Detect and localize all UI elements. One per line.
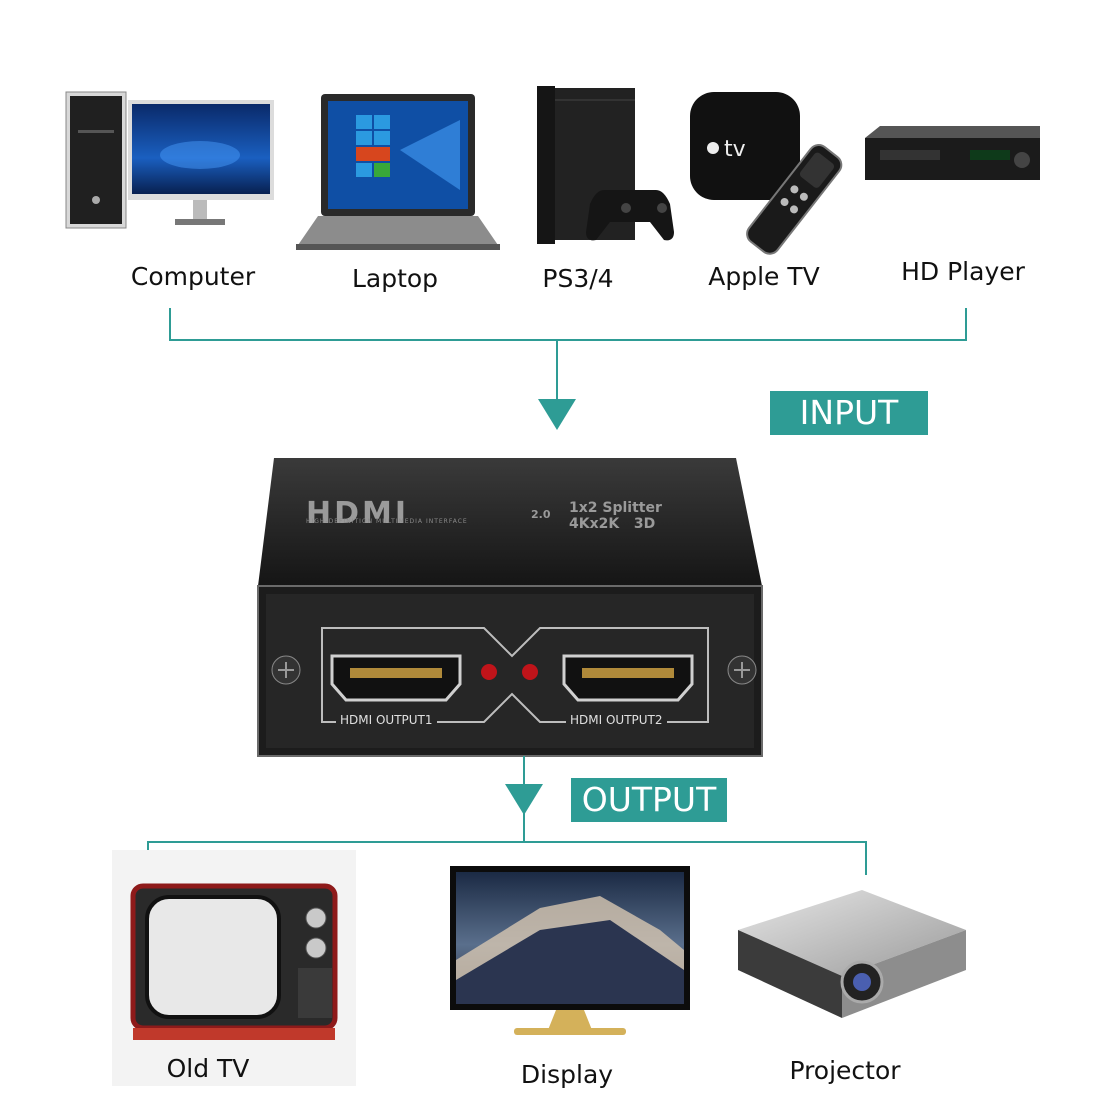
output-label-projector: Projector — [789, 1056, 901, 1085]
led-2 — [522, 664, 538, 680]
port2-label: HDMI OUTPUT2 — [566, 713, 667, 727]
splitter-tagline: HIGH-DEFINITION MULTIMEDIA INTERFACE — [306, 518, 468, 525]
hdmi-port-2 — [562, 654, 694, 702]
output-label-display: Display — [520, 1060, 614, 1089]
splitter-version: 2.0 — [531, 508, 551, 521]
output-arrow-icon — [505, 784, 543, 815]
splitter-model-line2: 4Kx2K 3D — [569, 516, 656, 532]
output-label-old-tv: Old TV — [166, 1054, 250, 1083]
monitor-icon — [450, 866, 690, 1035]
input-arrow-icon — [538, 399, 576, 430]
input-label-ps: PS3/4 — [542, 264, 614, 293]
input-label-hd-player: HD Player — [901, 257, 1025, 286]
svg-text:tv: tv — [724, 137, 746, 162]
hdmi-splitter-device — [257, 458, 763, 757]
input-label-apple-tv: Apple TV — [708, 262, 820, 291]
game-console-icon — [537, 86, 674, 244]
laptop-icon — [296, 94, 500, 250]
port1-label: HDMI OUTPUT1 — [336, 713, 437, 727]
desktop-computer-icon — [65, 91, 274, 229]
splitter-brand: HDMI — [306, 496, 410, 531]
dvd-player-icon — [865, 126, 1040, 180]
input-label-laptop: Laptop — [351, 264, 439, 293]
input-label-computer: Computer — [130, 262, 256, 291]
led-1 — [481, 664, 497, 680]
splitter-model-line1: 1x2 Splitter — [569, 500, 662, 516]
input-connector-lines — [169, 308, 967, 405]
hdmi-port-1 — [330, 654, 462, 702]
apple-tv-icon: tv — [690, 92, 843, 255]
input-tag: INPUT — [770, 391, 928, 435]
old-tv-icon — [112, 850, 356, 1086]
projector-icon — [738, 890, 966, 1018]
output-tag: OUTPUT — [571, 778, 727, 822]
